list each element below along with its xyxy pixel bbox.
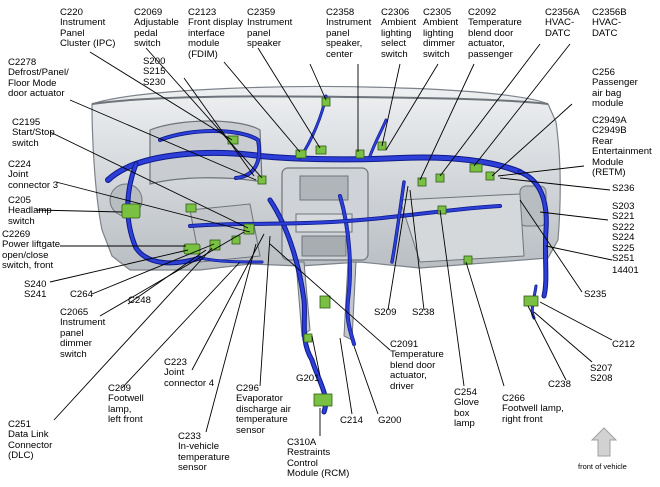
- leader-lines: [35, 43, 613, 436]
- label-c223: C223 Joint connector 4: [164, 357, 215, 389]
- front-of-vehicle-label: front of vehicle: [578, 462, 627, 471]
- label-c205: C205 Headlamp switch: [8, 195, 52, 227]
- label-s236: S236: [612, 183, 635, 194]
- label-c266: C266 Footwell lamp, right front: [502, 393, 564, 425]
- label-c2358: C2358 Instrument panel speaker, center: [326, 7, 372, 60]
- label-c214: C214: [340, 415, 363, 426]
- label-c254: C254 Glove box lamp: [454, 387, 480, 430]
- label-c2356b: C2356B HVAC- DATC: [592, 7, 627, 39]
- label-c220: C220 Instrument Panel Cluster (IPC): [60, 7, 116, 50]
- label-c233: C233 In-vehicle temperature sensor: [178, 431, 230, 474]
- label-c2306: C2306 Ambient lighting select switch: [381, 7, 417, 60]
- label-c2949: C2949A C2949B Rear Entertainment Module …: [592, 115, 652, 179]
- label-c2092: C2092 Temperature blend door actuator, p…: [468, 7, 522, 60]
- label-c264: C264: [70, 289, 93, 300]
- label-c296: C296 Evaporator discharge air temperatur…: [236, 383, 291, 436]
- label-s235: S235: [584, 289, 607, 300]
- label-c2356a: C2356A HVAC- DATC: [545, 7, 580, 39]
- label-c2123: C2123 Front display interface module (FD…: [188, 7, 243, 60]
- label-g201: G201: [296, 373, 320, 384]
- label-c2269: C2269 Power liftgate open/close switch, …: [2, 229, 61, 272]
- label-c251: C251 Data Link Connector (DLC): [8, 419, 53, 462]
- label-s209: S209: [374, 307, 397, 318]
- label-14401: 14401: [612, 265, 639, 276]
- label-c256: C256 Passenger air bag module: [592, 67, 638, 110]
- label-c2065: C2065 Instrument panel dimmer switch: [60, 307, 106, 360]
- label-s207: S207 S208: [590, 363, 613, 385]
- label-c2278: C2278 Defrost/Panel/ Floor Mode door act…: [8, 57, 69, 100]
- label-s240: S240 S241: [24, 279, 47, 301]
- label-c310a: C310A Restraints Control Module (RCM): [287, 437, 350, 480]
- label-s203: S203 S221 S222 S224 S225 S251: [612, 201, 635, 265]
- label-c2305: C2305 Ambient lighting dimmer switch: [423, 7, 459, 60]
- label-c2359: C2359 Instrument panel speaker: [247, 7, 293, 50]
- label-c224: C224 Joint connector 3: [8, 159, 59, 191]
- label-s238: S238: [412, 307, 435, 318]
- label-c2069: C2069 Adjustable pedal switch: [134, 7, 179, 50]
- label-c2091: C2091 Temperature blend door actuator, d…: [390, 339, 444, 392]
- label-s200: S200 S215 S230: [143, 56, 166, 88]
- label-c209: C209 Footwell lamp, left front: [108, 383, 144, 426]
- label-c212: C212: [612, 339, 635, 350]
- label-g200: G200: [378, 415, 402, 426]
- label-c248: C248: [128, 295, 151, 306]
- label-c2195: C2195 Start/Stop switch: [12, 117, 55, 149]
- front-arrow-icon: [590, 427, 618, 457]
- label-c238: C238: [548, 379, 571, 390]
